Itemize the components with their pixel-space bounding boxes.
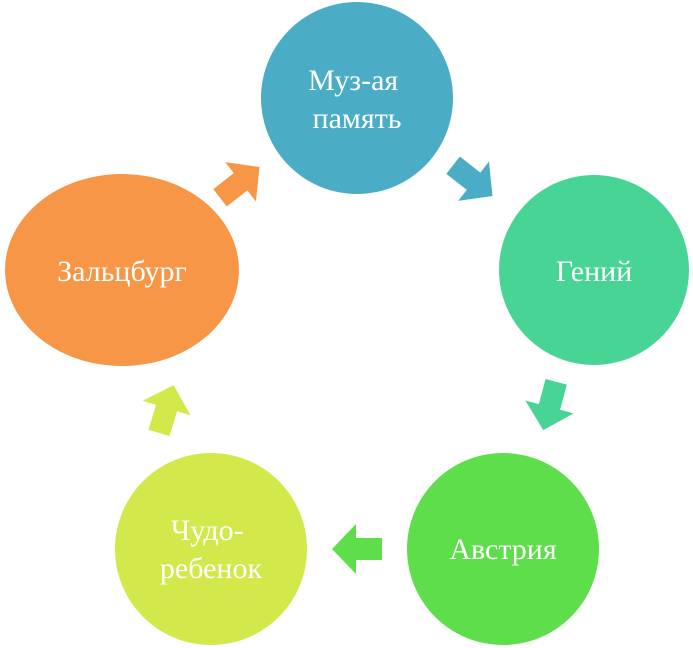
node-geniy: Гений xyxy=(499,175,689,365)
svg-text:Чудо- ребенок: Чудо- ребенок xyxy=(160,514,263,585)
node-muz-pamyat-circle xyxy=(261,2,453,194)
node-chudo-rebenok-circle xyxy=(115,453,307,645)
arrow-chudo-to-zalcburg xyxy=(142,385,191,437)
node-zalcburg-ellipse xyxy=(5,174,239,366)
node-zalcburg-label: Зальцбург xyxy=(57,255,187,288)
arrow-zalcburg-to-muz xyxy=(213,162,260,207)
node-chudo-rebenok: Чудо- ребенок xyxy=(115,453,307,645)
node-avstriya: Австрия xyxy=(407,453,599,645)
arrow-avstriya-to-chudo xyxy=(332,524,382,574)
node-muz-pamyat-label-line2: память xyxy=(313,102,402,135)
svg-text:Муз-ая память: Муз-ая память xyxy=(308,64,405,135)
arrow-geniy-to-avstriya xyxy=(525,378,574,431)
node-geniy-circle xyxy=(499,175,689,365)
svg-text:Гений: Гений xyxy=(556,255,633,288)
node-chudo-rebenok-label-line1: Чудо- xyxy=(171,514,244,547)
node-chudo-rebenok-label-line2: ребенок xyxy=(160,552,263,585)
svg-text:Австрия: Австрия xyxy=(449,533,557,566)
arrow-muz-to-geniy xyxy=(446,156,493,201)
svg-text:Зальцбург: Зальцбург xyxy=(57,255,187,288)
node-avstriya-circle xyxy=(407,453,599,645)
node-muz-pamyat-label-line1: Муз-ая xyxy=(308,64,398,97)
node-geniy-label: Гений xyxy=(556,255,633,288)
node-avstriya-label: Австрия xyxy=(449,533,557,566)
node-zalcburg: Зальцбург xyxy=(5,174,239,366)
node-muz-pamyat: Муз-ая память xyxy=(261,2,453,194)
